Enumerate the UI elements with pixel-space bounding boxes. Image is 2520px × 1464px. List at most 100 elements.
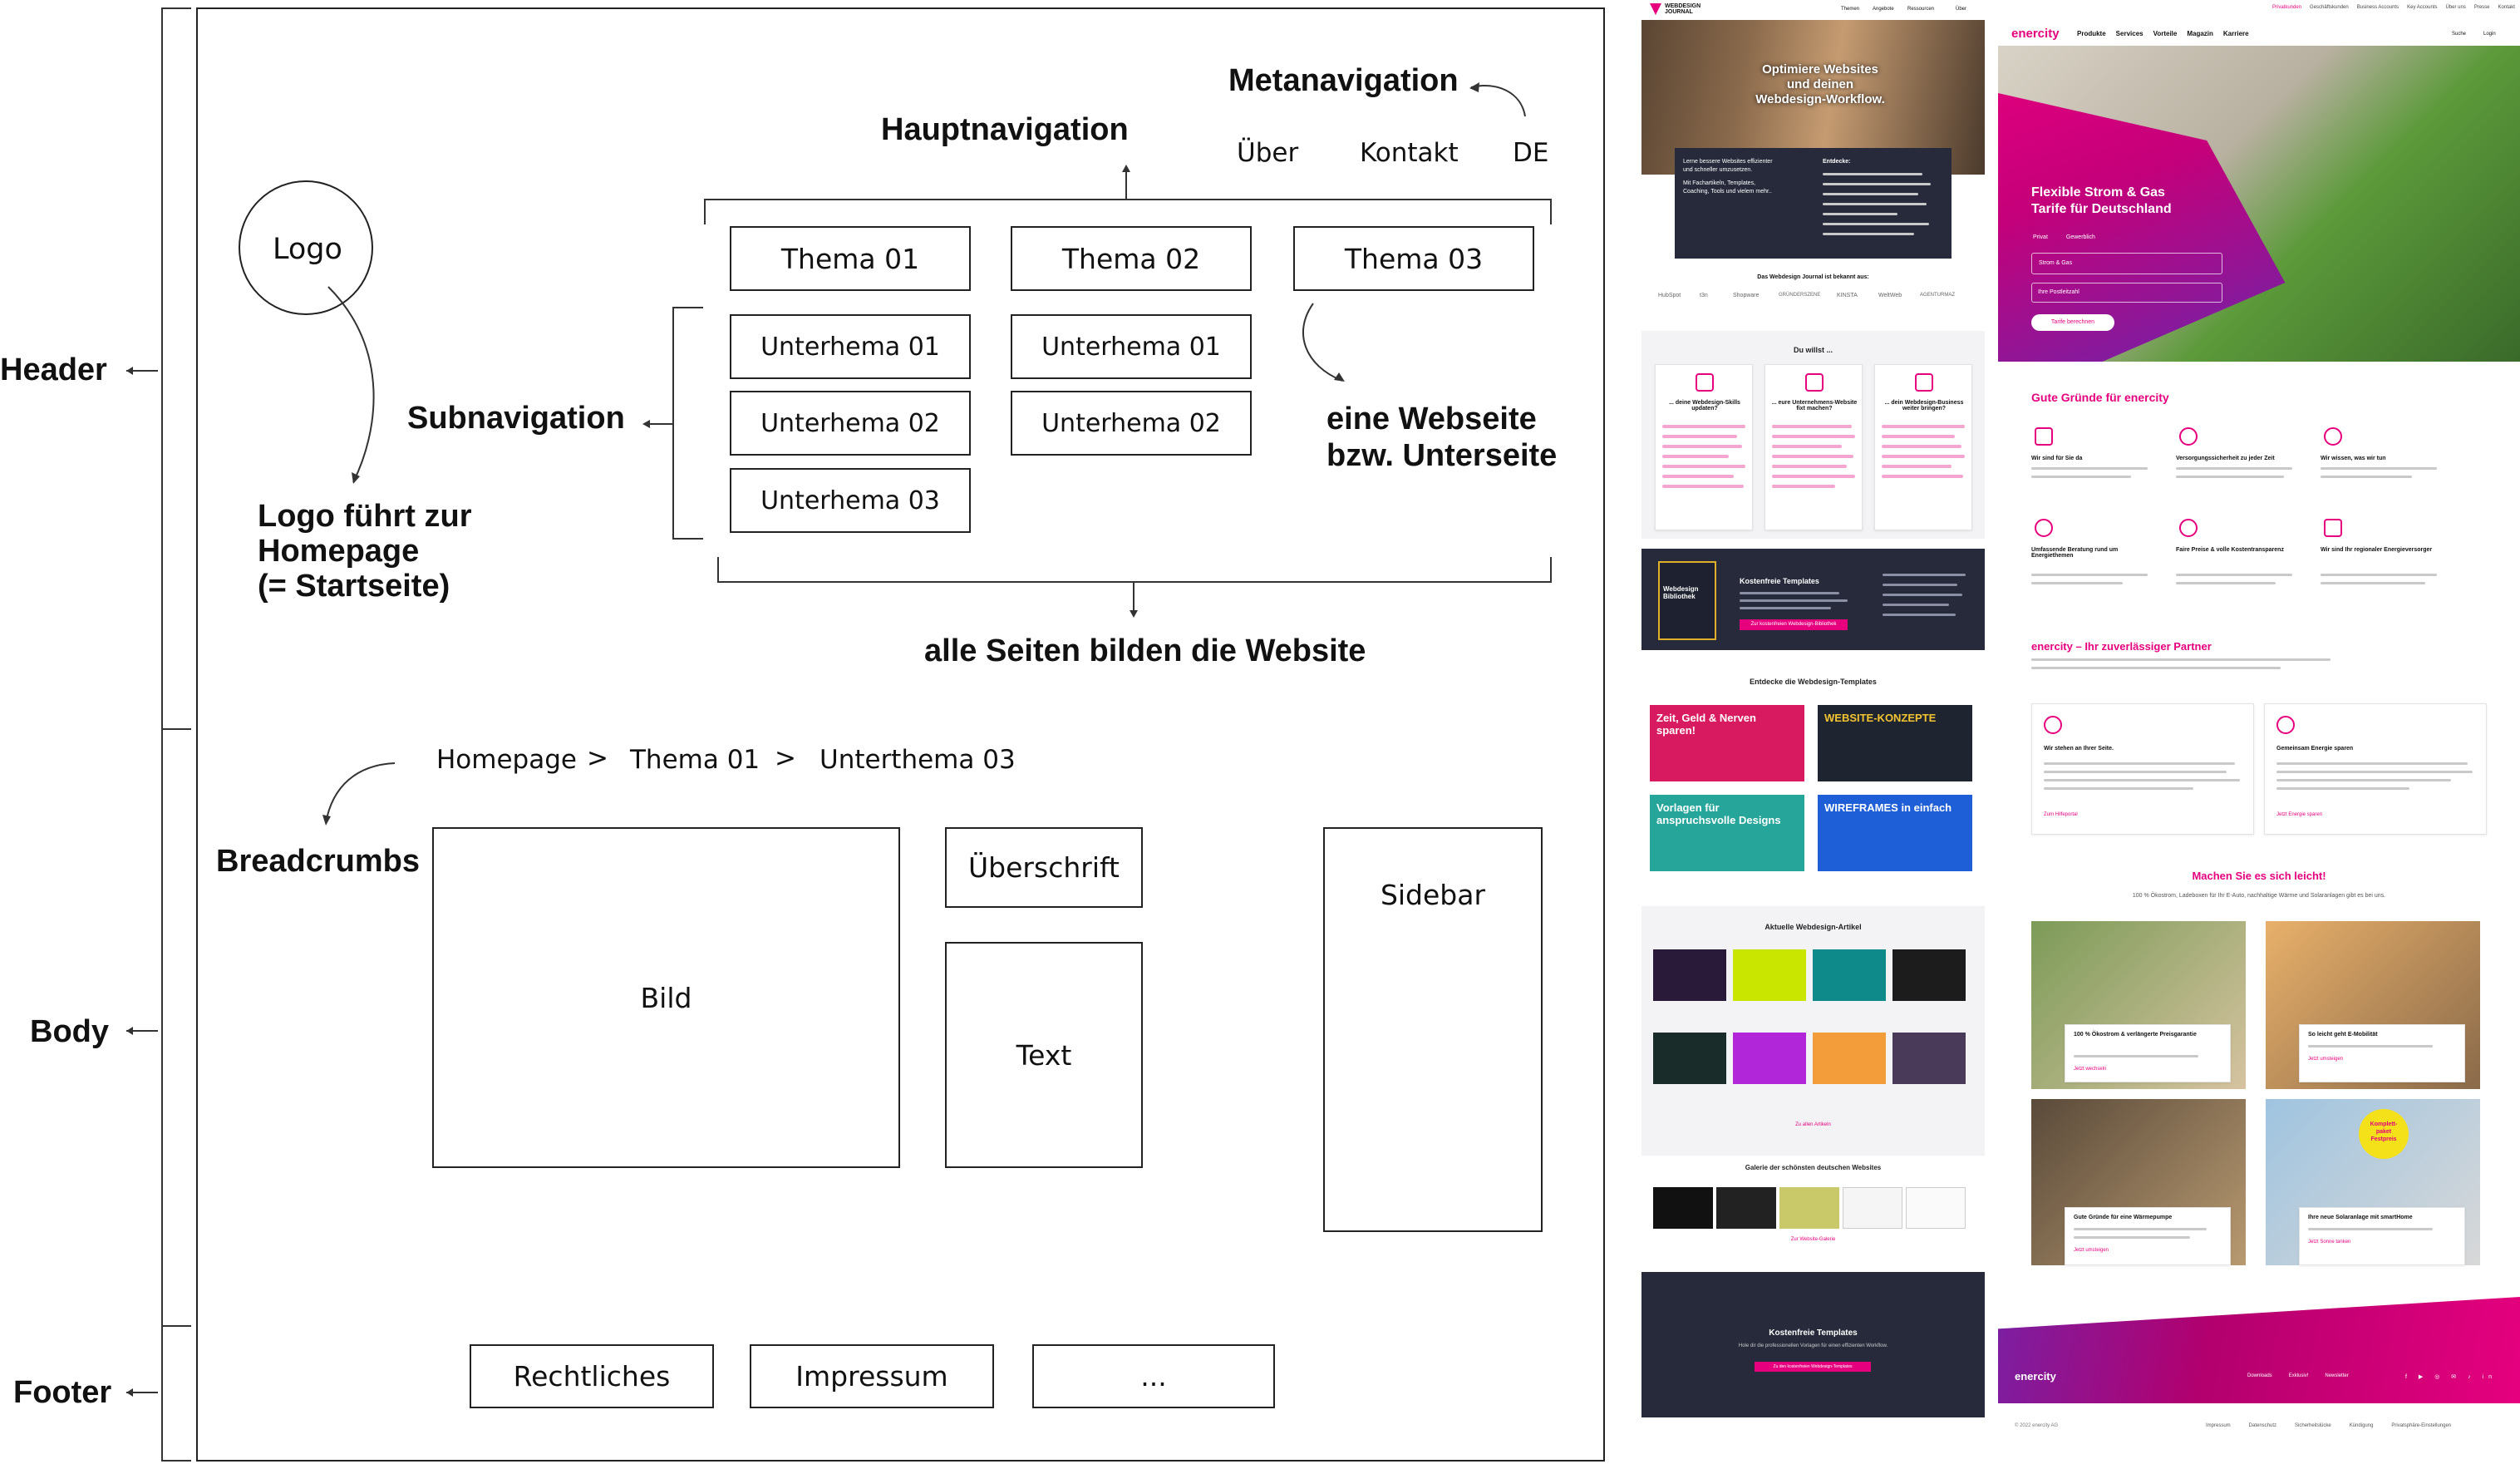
- col1-subtopic-03[interactable]: Unterhema 03: [730, 468, 971, 533]
- gallery-thumb[interactable]: [1779, 1187, 1839, 1229]
- top-link[interactable]: Kontakt: [2498, 5, 2515, 10]
- enercity-footer-logo[interactable]: enercity: [2015, 1370, 2056, 1383]
- meta-item-about[interactable]: Über: [1237, 138, 1299, 168]
- meta-item-contact[interactable]: Kontakt: [1360, 138, 1459, 168]
- journal-brand: GRÜNDERSZENE: [1779, 293, 1821, 298]
- col2-subtopic-02[interactable]: Unterhema 02: [1011, 391, 1252, 456]
- template-card[interactable]: WIREFRAMES in einfach: [1818, 795, 1972, 871]
- gallery-thumb[interactable]: [1653, 1187, 1713, 1229]
- theme-01-box[interactable]: Thema 01: [730, 226, 971, 291]
- article-thumb[interactable]: [1733, 1033, 1806, 1084]
- bottom-link[interactable]: Sicherheitslücke: [2295, 1423, 2331, 1428]
- partner-card-link[interactable]: Zum Hilfeportal: [2044, 812, 2078, 817]
- footer-legal-box[interactable]: Rechtliches: [470, 1344, 714, 1408]
- offer-link[interactable]: Jetzt wechseln: [2074, 1067, 2107, 1072]
- business-icon: [1915, 373, 1933, 392]
- breadcrumb-homepage[interactable]: Homepage: [436, 745, 577, 775]
- article-thumb[interactable]: [1892, 949, 1966, 1001]
- enercity-easy-title: Machen Sie es sich leicht!: [2192, 870, 2326, 882]
- partner-card[interactable]: Wir stehen an Ihrer Seite. Zum Hilfeport…: [2031, 703, 2254, 835]
- offer-card[interactable]: 100 % Ökostrom & verlängerte Preisgarant…: [2065, 1024, 2231, 1082]
- journal-want-card[interactable]: ... deine Webdesign-Skills updaten?: [1655, 364, 1753, 530]
- journal-nav-3[interactable]: Ressourcen: [1907, 7, 1935, 12]
- nav-item[interactable]: Karriere: [2222, 30, 2249, 37]
- bottom-link[interactable]: Impressum: [2206, 1423, 2231, 1428]
- col1-subtopic-01[interactable]: Unterhema 01: [730, 314, 971, 379]
- nav-item[interactable]: Magazin: [2187, 30, 2213, 37]
- enercity-search[interactable]: Suche: [2452, 32, 2467, 37]
- enercity-hero-select[interactable]: Strom & Gas: [2031, 253, 2222, 274]
- footer-link[interactable]: Exklusiv!: [2288, 1373, 2309, 1378]
- breadcrumb-subtopic[interactable]: Unterthema 03: [819, 745, 1016, 775]
- social-icons[interactable]: f ▶ ◎ ✉ ♪ in: [2405, 1374, 2497, 1380]
- option-business[interactable]: Gewerblich: [2065, 234, 2095, 240]
- theme-03-box[interactable]: Thema 03: [1293, 226, 1534, 291]
- offer-card[interactable]: Gute Gründe für eine Wärmepumpe Jetzt um…: [2065, 1207, 2231, 1265]
- article-thumb[interactable]: [1813, 1033, 1886, 1084]
- journal-templates-title: Entdecke die Webdesign-Templates: [1750, 678, 1877, 686]
- offer-card[interactable]: Ihre neue Solaranlage mit smartHome Jetz…: [2299, 1207, 2465, 1265]
- top-link[interactable]: Geschäftskunden: [2310, 5, 2349, 10]
- article-thumb[interactable]: [1653, 1033, 1726, 1084]
- template-card[interactable]: Zeit, Geld & Nerven sparen!: [1650, 705, 1804, 781]
- nav-item[interactable]: Vorteile: [2153, 30, 2178, 37]
- bottom-link[interactable]: Privatsphäre-Einstellungen: [2391, 1423, 2452, 1428]
- option-private[interactable]: Privat: [2033, 234, 2048, 240]
- journal-logo-text[interactable]: WEBDESIGN JOURNAL: [1665, 3, 1701, 15]
- library-button[interactable]: Zur kostenfreien Webdesign-Bibliothek: [1740, 619, 1848, 630]
- partner-card[interactable]: Gemeinsam Energie sparen Jetzt Energie s…: [2264, 703, 2487, 835]
- footer-link[interactable]: Newsletter: [2325, 1373, 2349, 1378]
- offer-link[interactable]: Jetzt umsteigen: [2074, 1248, 2109, 1253]
- logo-circle-text: Logo: [273, 233, 342, 266]
- enercity-logo[interactable]: enercity: [2011, 27, 2060, 41]
- journal-brand: AGENTURMAZ: [1920, 293, 1955, 298]
- journal-articles-link[interactable]: Zu allen Artikeln: [1795, 1122, 1831, 1127]
- col1-subtopic-02[interactable]: Unterhema 02: [730, 391, 971, 456]
- meta-item-language[interactable]: DE: [1513, 138, 1549, 168]
- top-link[interactable]: Business Accounts: [2356, 5, 2399, 10]
- top-link[interactable]: Über uns: [2445, 5, 2466, 10]
- footer-cta-button[interactable]: Zu den kostenfreien Webdesign-Templates: [1755, 1362, 1871, 1372]
- journal-nav-4[interactable]: Über: [1956, 7, 1967, 12]
- journal-nav-2[interactable]: Angebote: [1873, 7, 1894, 12]
- subpage-note: eine Webseite bzw. Unterseite: [1326, 402, 1558, 473]
- enercity-hero-button[interactable]: Tarife berechnen: [2031, 314, 2114, 331]
- bottom-link[interactable]: Datenschutz: [2248, 1423, 2277, 1428]
- article-thumb[interactable]: [1653, 949, 1726, 1001]
- journal-articles-section: [1641, 906, 1985, 1156]
- theme-02-box[interactable]: Thema 02: [1011, 226, 1252, 291]
- offer-link[interactable]: Jetzt umsteigen: [2308, 1057, 2344, 1062]
- journal-gallery-link[interactable]: Zur Website-Galerie: [1790, 1237, 1836, 1242]
- top-link[interactable]: Presse: [2473, 5, 2490, 10]
- offer-title: So leicht geht E-Mobilität: [2308, 1032, 2378, 1038]
- breadcrumb-theme[interactable]: Thema 01: [630, 745, 760, 775]
- footer-more-box[interactable]: ...: [1032, 1344, 1275, 1408]
- template-card[interactable]: WEBSITE-KONZEPTE: [1818, 705, 1972, 781]
- journal-nav-1[interactable]: Themen: [1841, 7, 1860, 12]
- partner-card-link[interactable]: Jetzt Energie sparen: [2276, 812, 2323, 817]
- gallery-thumb[interactable]: [1843, 1187, 1902, 1229]
- top-link[interactable]: Key Accounts: [2407, 5, 2438, 10]
- enercity-hero-input[interactable]: Ihre Postleitzahl: [2031, 283, 2222, 303]
- enercity-login[interactable]: Login: [2483, 32, 2496, 37]
- offer-card[interactable]: So leicht geht E-Mobilität Jetzt umsteig…: [2299, 1024, 2465, 1082]
- top-link[interactable]: Privatkunden: [2272, 5, 2302, 10]
- gallery-thumb[interactable]: [1716, 1187, 1776, 1229]
- footer-link[interactable]: Downloads: [2247, 1373, 2272, 1378]
- article-thumb[interactable]: [1892, 1033, 1966, 1084]
- bottom-link[interactable]: Kündigung: [2349, 1423, 2374, 1428]
- offer-link[interactable]: Jetzt Sonne tanken: [2308, 1240, 2351, 1245]
- nav-item[interactable]: Produkte: [2077, 30, 2106, 37]
- template-card[interactable]: Vorlagen für anspruchsvolle Designs: [1650, 795, 1804, 871]
- col2-subtopic-01[interactable]: Unterhema 01: [1011, 314, 1252, 379]
- breadcrumb-separator: >: [587, 743, 608, 773]
- nav-item[interactable]: Services: [2115, 30, 2143, 37]
- article-thumb[interactable]: [1733, 949, 1806, 1001]
- journal-articles-title: Aktuelle Webdesign-Artikel: [1764, 923, 1862, 931]
- gallery-thumb[interactable]: [1906, 1187, 1966, 1229]
- journal-brand: WeltWeb: [1878, 293, 1902, 298]
- article-thumb[interactable]: [1813, 949, 1886, 1001]
- footer-imprint-box[interactable]: Impressum: [750, 1344, 994, 1408]
- journal-want-card[interactable]: ... dein Webdesign-Business weiter bring…: [1874, 364, 1972, 530]
- journal-want-card[interactable]: ... eure Unternehmens-Website fixt mache…: [1764, 364, 1863, 530]
